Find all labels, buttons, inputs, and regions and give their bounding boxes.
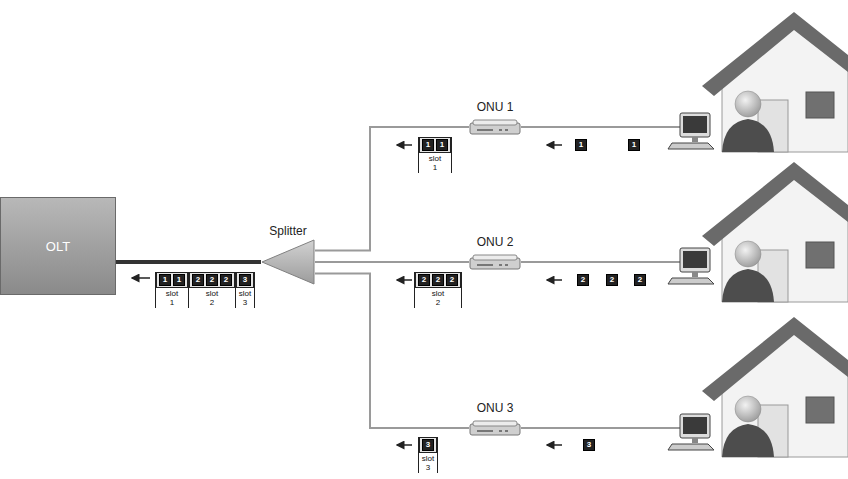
direction-arrow (132, 145, 562, 445)
packet-number: 1 (579, 141, 583, 149)
data-packet: 1 (159, 274, 171, 286)
packet-number: 1 (440, 141, 444, 149)
data-packet: 1 (628, 139, 640, 151)
packet-number: 2 (224, 276, 228, 284)
data-packet: 3 (583, 439, 595, 451)
onu-device (469, 119, 521, 135)
data-packet: 2 (446, 274, 458, 286)
packet-number: 1 (632, 141, 636, 149)
data-packet: 1 (436, 139, 448, 151)
slot-label: slot 1 (164, 288, 180, 308)
slot-label: slot 3 (237, 288, 253, 308)
data-packet: 2 (206, 274, 218, 286)
packet-number: 2 (610, 276, 614, 284)
fiber-line (116, 260, 261, 264)
data-packet: 2 (577, 274, 589, 286)
data-packet: 2 (432, 274, 444, 286)
packet-number: 1 (163, 276, 167, 284)
slot-label: slot 2 (204, 288, 220, 308)
access-line (521, 127, 680, 428)
node-label: ONU 2 (477, 235, 514, 250)
node-label: OLT (46, 239, 70, 254)
time-slot-frame: 3 slot 3 (235, 272, 255, 308)
splitter-symbol (261, 239, 315, 285)
packet-row: 3 (419, 437, 437, 453)
packet-number: 3 (426, 441, 430, 449)
slot-label: slot 1 (427, 153, 443, 173)
packet-number: 3 (243, 276, 247, 284)
data-packet: 3 (239, 274, 251, 286)
time-slot-frame: 3 slot 3 (418, 437, 438, 473)
packet-number: 3 (587, 441, 591, 449)
onu-device (469, 420, 521, 436)
splitter-node: Splitter (261, 224, 315, 285)
onu-node: ONU 1 (469, 100, 521, 135)
slot-label: slot 3 (420, 453, 436, 473)
data-packet: 2 (192, 274, 204, 286)
packet-row: 11 (156, 272, 188, 288)
packet-number: 2 (581, 276, 585, 284)
onu-node: ONU 2 (469, 235, 521, 270)
fiber-line (315, 127, 469, 251)
onu-device (469, 254, 521, 270)
time-slot-frame: 2 2 2 slot 2 (414, 272, 462, 308)
packet-row: 3 (236, 272, 254, 288)
data-packet: 2 (634, 274, 646, 286)
fiber-line (315, 261, 469, 263)
house-icon (702, 12, 848, 152)
packet-number: 2 (210, 276, 214, 284)
slot-label: slot 2 (430, 288, 446, 308)
packet-number: 2 (450, 276, 454, 284)
node-label: ONU 3 (477, 401, 514, 416)
packet-number: 1 (426, 141, 430, 149)
packet-row: 2 2 2 (415, 272, 461, 288)
computer-icon (668, 414, 714, 450)
house-icon (702, 317, 848, 457)
packet-row: 2 2 2 (189, 272, 235, 288)
data-packet: 3 (422, 439, 434, 451)
node-label: ONU 1 (477, 100, 514, 115)
time-slot-frame: 2 2 2 slot 2 (188, 272, 236, 308)
packet-number: 2 (436, 276, 440, 284)
data-packet: 1 (575, 139, 587, 151)
node-label: Splitter (269, 224, 306, 239)
packet-number: 2 (638, 276, 642, 284)
computer-icon (668, 248, 714, 284)
packet-number: 1 (177, 276, 181, 284)
onu-node: ONU 3 (469, 401, 521, 436)
olt-box: OLT (0, 197, 116, 295)
data-packet: 1 (422, 139, 434, 151)
packet-row: 11 (419, 137, 451, 153)
data-packet: 2 (418, 274, 430, 286)
house-icon (702, 162, 848, 302)
time-slot-frame: 11slot 1 (418, 137, 452, 173)
data-packet: 1 (173, 274, 185, 286)
computer-icon (668, 113, 714, 149)
data-packet: 2 (220, 274, 232, 286)
data-packet: 2 (606, 274, 618, 286)
packet-number: 2 (422, 276, 426, 284)
time-slot-frame: 11slot 1 (155, 272, 189, 308)
packet-number: 2 (196, 276, 200, 284)
